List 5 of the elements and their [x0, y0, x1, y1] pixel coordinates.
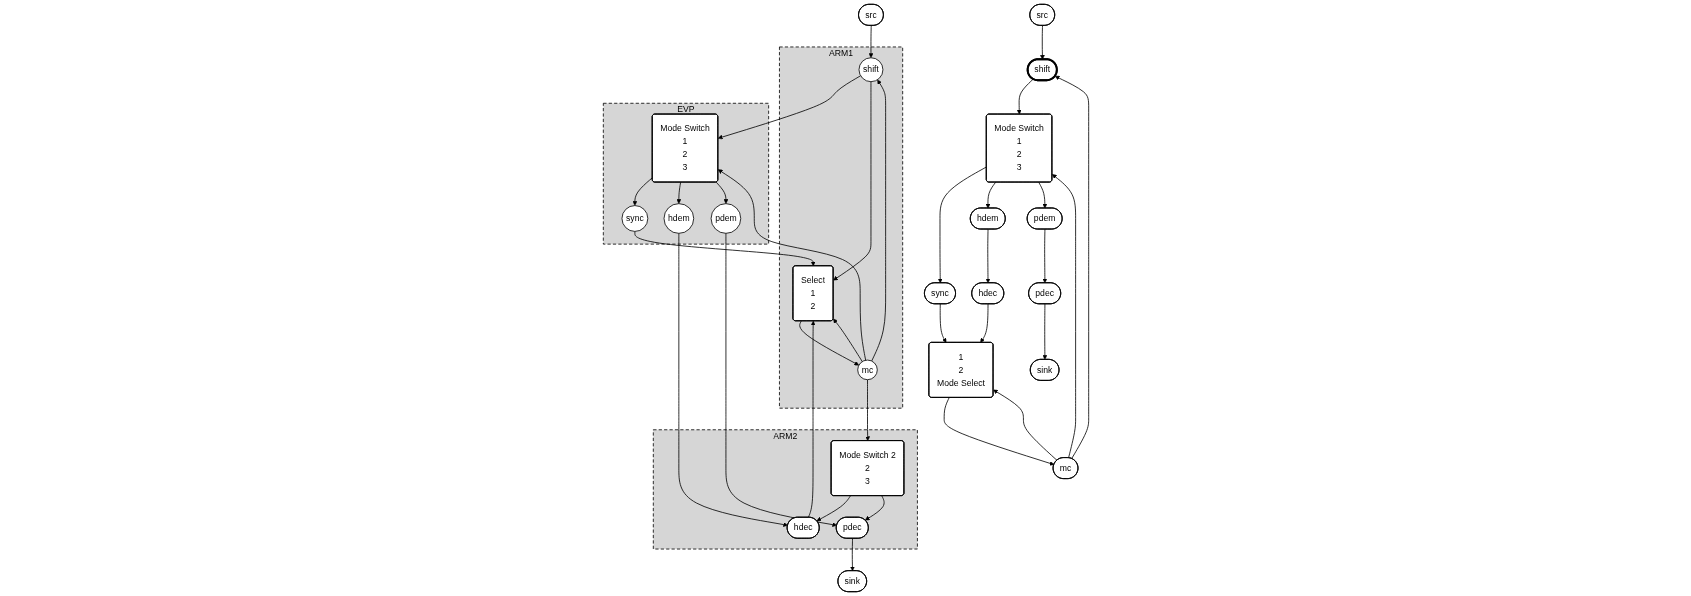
node-circle: shift — [858, 57, 883, 83]
node-circle: sync — [621, 205, 648, 232]
node-circle: mc — [856, 359, 878, 381]
node-circle: hdem — [663, 203, 694, 234]
node-circle: pdem — [710, 203, 741, 234]
